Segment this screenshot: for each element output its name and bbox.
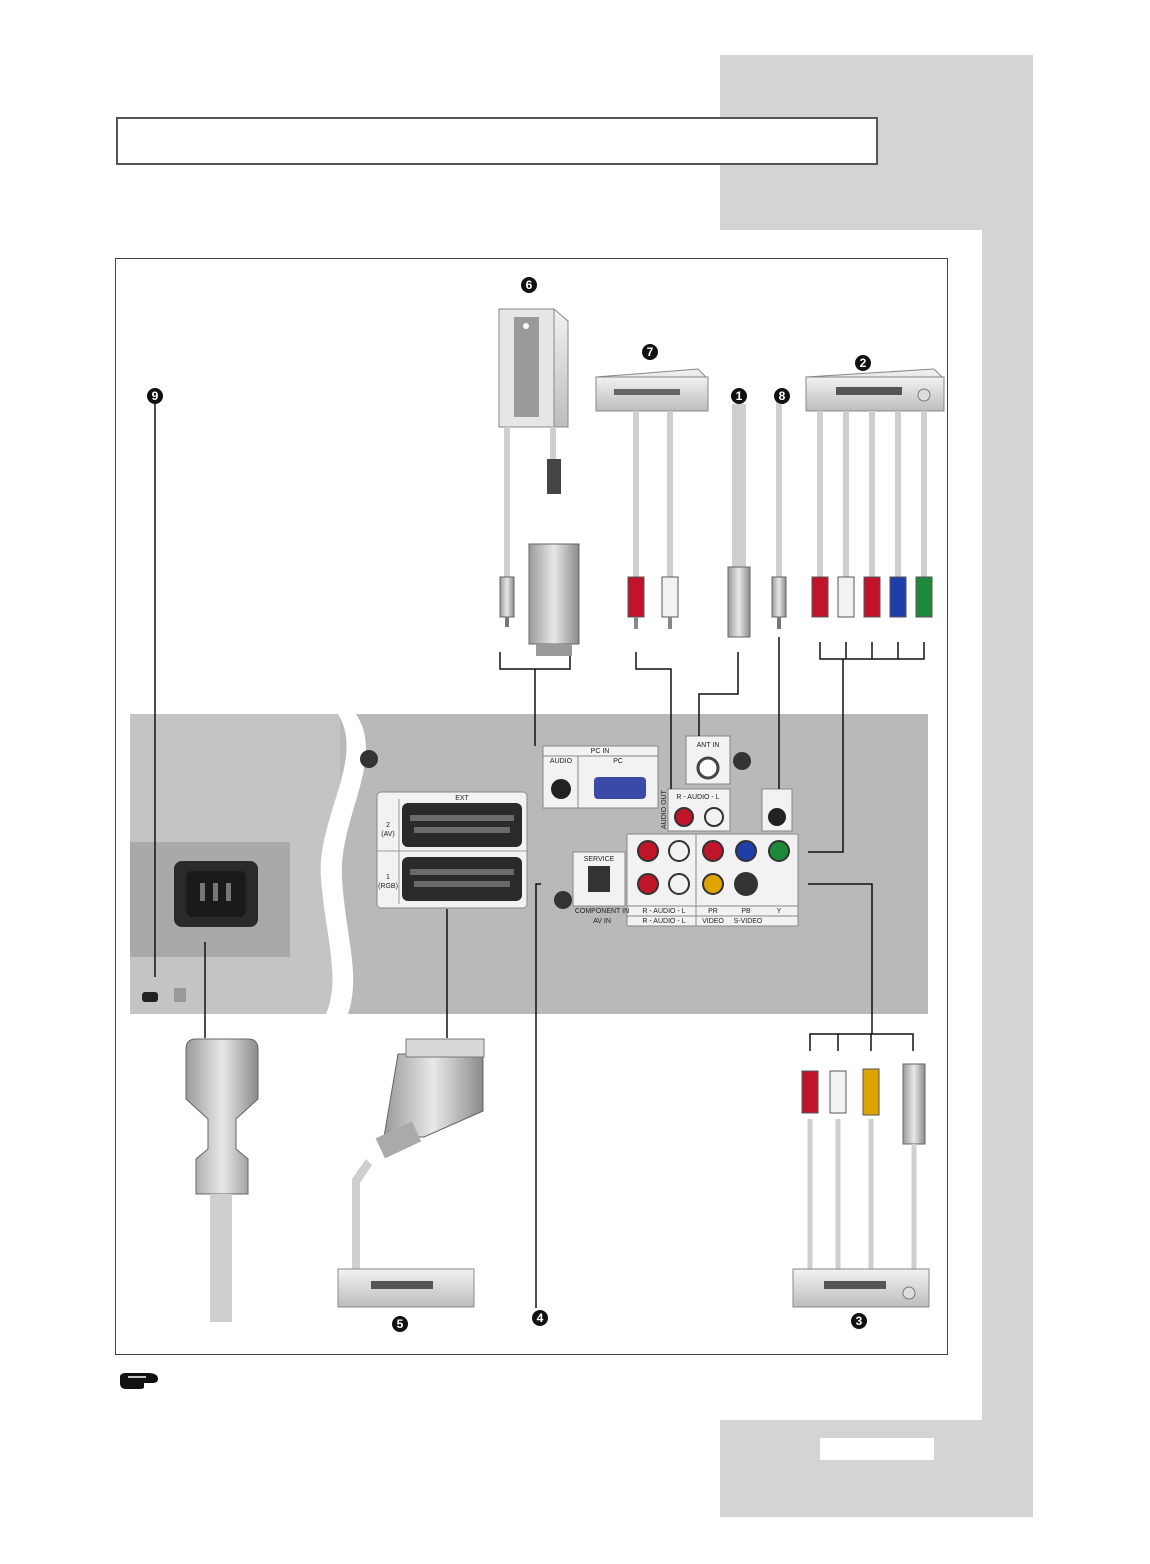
- label-audio-out: AUDIO OUT: [661, 789, 668, 829]
- label-ext2-number: 2: [386, 822, 390, 829]
- label-video: VIDEO: [702, 918, 724, 925]
- callout-9: 9: [147, 388, 163, 404]
- vcr-5: [337, 1268, 475, 1308]
- screw-icon: [733, 752, 751, 770]
- label-ext1-number: 1: [386, 874, 390, 881]
- connection-lines: [154, 404, 925, 1308]
- label-av-in: AV IN: [593, 918, 611, 925]
- screw-icon: [554, 891, 572, 909]
- vga-port: [594, 777, 646, 799]
- page-number-box: [820, 1438, 934, 1460]
- svg-text:2: 2: [860, 356, 867, 370]
- callout-4: 4: [532, 1310, 548, 1326]
- label-pc-in: PC IN: [591, 748, 610, 755]
- svg-text:4: 4: [537, 1311, 544, 1325]
- label-audio-out-channels: R - AUDIO - L: [676, 794, 719, 801]
- sidebar-bottom-block: [720, 1420, 1033, 1517]
- label-ext2-name: (AV): [381, 831, 394, 838]
- connection-diagram: PC IN AUDIO PC ANT IN R - AUDIO - L AUDI…: [115, 258, 948, 1355]
- label-ext: EXT: [455, 795, 469, 802]
- scart-socket-1: [402, 857, 522, 901]
- label-service: SERVICE: [584, 856, 615, 863]
- svg-text:5: 5: [397, 1317, 404, 1331]
- antenna-jack: [696, 756, 720, 780]
- rca-plug-white: [661, 576, 679, 629]
- callout-5: 5: [392, 1316, 408, 1332]
- rca-plug-red: [627, 576, 645, 629]
- page-title-box: [116, 117, 878, 165]
- svg-text:9: 9: [152, 389, 159, 403]
- label-s-video: S-VIDEO: [734, 918, 763, 925]
- sidebar-right-strip: [982, 230, 1033, 1420]
- power-cord-plug: [185, 1038, 259, 1322]
- vcr-2: [805, 368, 945, 412]
- label-ext1-name: (RGB): [378, 883, 398, 890]
- vga-plug: [528, 459, 580, 656]
- label-pr: PR: [708, 908, 718, 915]
- pc-audio-plug: [499, 576, 515, 627]
- note-hand-icon: [120, 1373, 158, 1389]
- callout-3: 3: [851, 1313, 867, 1329]
- component-plugs: [811, 576, 933, 618]
- scart-socket-2: [402, 803, 522, 847]
- svg-text:7: 7: [647, 345, 654, 359]
- pc-tower: [498, 308, 569, 428]
- callout-6: 6: [521, 277, 537, 293]
- pc-audio-jack: [551, 779, 571, 799]
- scart-plug: [352, 1038, 485, 1271]
- dvd-player-7: [595, 368, 709, 412]
- callout-8: 8: [774, 388, 790, 404]
- kensington-slot: [142, 992, 158, 1002]
- headphone-plug: [771, 576, 787, 629]
- screw-icon: [360, 750, 378, 768]
- svg-text:1: 1: [736, 389, 743, 403]
- svg-text:8: 8: [779, 389, 786, 403]
- headphone-jack: [768, 808, 786, 826]
- label-pc-audio: AUDIO: [550, 758, 573, 765]
- service-port: [588, 866, 610, 892]
- callout-2: 2: [855, 355, 871, 371]
- label-y: Y: [777, 908, 782, 915]
- connection-diagram-svg: PC IN AUDIO PC ANT IN R - AUDIO - L AUDI…: [130, 277, 945, 1332]
- callout-1: 1: [731, 388, 747, 404]
- label-component-in: COMPONENT IN: [575, 908, 629, 915]
- label-pb: PB: [741, 908, 751, 915]
- svg-text:6: 6: [526, 278, 533, 292]
- vcr-3: [792, 1268, 930, 1308]
- av-plugs: [801, 1063, 926, 1271]
- svg-text:3: 3: [856, 1314, 863, 1328]
- callout-7: 7: [642, 344, 658, 360]
- label-pc: PC: [613, 758, 623, 765]
- antenna-plug: [727, 566, 751, 638]
- label-component-audio: R - AUDIO - L: [642, 908, 685, 915]
- label-av-audio: R - AUDIO - L: [642, 918, 685, 925]
- label-ant-in: ANT IN: [697, 742, 720, 749]
- tv-rear-panel: [130, 714, 928, 1014]
- s-video-jack: [734, 872, 758, 896]
